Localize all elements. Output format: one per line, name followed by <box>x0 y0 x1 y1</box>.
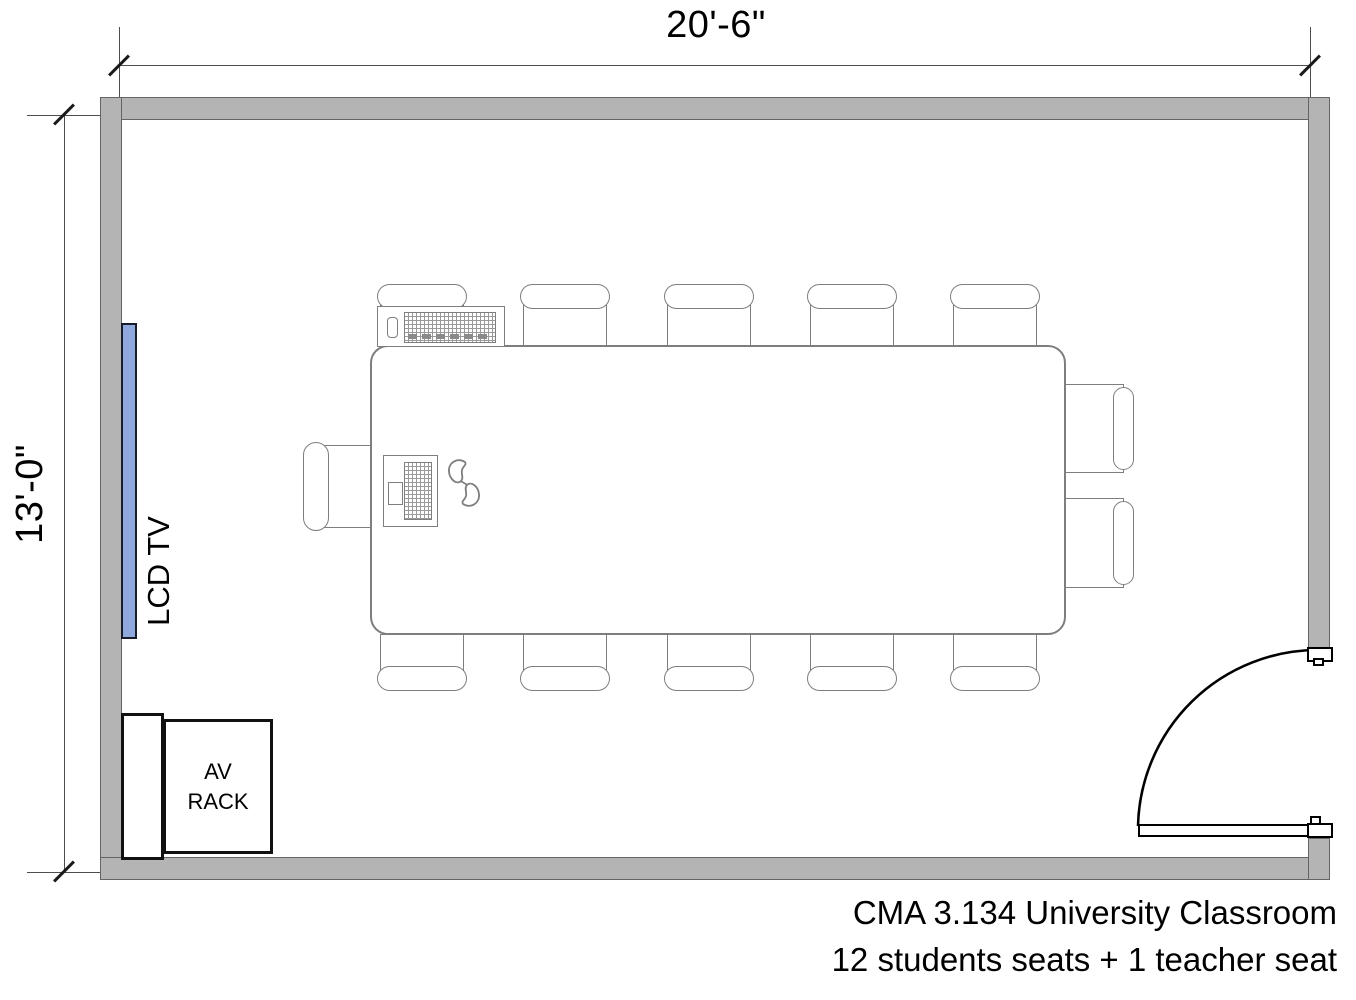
chair-back <box>1113 387 1134 470</box>
chair-back <box>664 284 754 309</box>
extension-line <box>27 115 122 116</box>
extension-line <box>1310 27 1311 100</box>
extension-line <box>27 872 122 873</box>
lcd-tv <box>121 323 137 639</box>
chair-back <box>664 666 754 691</box>
chair-back <box>1113 501 1134 585</box>
chair-back <box>807 284 897 309</box>
student-chair <box>950 634 1040 691</box>
dimension-line-top <box>119 65 1310 66</box>
plan-caption-title: CMA 3.134 University Classroom <box>852 894 1337 931</box>
door-leaf <box>1138 824 1319 837</box>
plan-caption: CMA 3.134 University Classroom 12 studen… <box>832 889 1337 983</box>
chair-back <box>303 442 329 531</box>
door-swing-arc <box>1136 648 1319 827</box>
chair-back <box>950 284 1040 309</box>
dimension-line-left <box>64 115 65 872</box>
chair-back <box>377 284 467 309</box>
mouse <box>387 317 398 338</box>
dimension-width-label: 20'-6" <box>666 4 766 46</box>
keyboard <box>404 312 496 343</box>
door-stop-top <box>1313 658 1324 666</box>
telephone-handset-icon <box>448 459 480 507</box>
chair-back <box>520 284 610 309</box>
student-chair <box>807 284 897 346</box>
av-rack-wall-cabinet <box>121 713 164 860</box>
teacher-chair <box>303 442 371 531</box>
chair-back <box>520 666 610 691</box>
wall-left <box>100 97 122 880</box>
wall-right-upper <box>1308 97 1330 648</box>
laptop <box>383 455 438 527</box>
dimension-height-label: 13'-0" <box>9 444 51 544</box>
lcd-tv-label: LCD TV <box>141 516 176 626</box>
student-chair <box>520 284 610 346</box>
student-chair <box>664 634 754 691</box>
plan-caption-seating: 12 students seats + 1 teacher seat <box>831 941 1337 979</box>
conference-table <box>370 345 1066 635</box>
student-chair <box>520 634 610 691</box>
av-rack-label: AV RACK <box>166 722 270 851</box>
wall-right-lower <box>1308 838 1330 880</box>
wall-bottom <box>100 857 1330 880</box>
student-chair <box>807 634 897 691</box>
chair-back <box>807 666 897 691</box>
door-stop-bottom <box>1310 816 1321 825</box>
laptop-trackpad <box>388 482 403 505</box>
chair-back <box>950 666 1040 691</box>
wall-top <box>100 97 1330 120</box>
extension-line <box>119 27 120 97</box>
keyboard-row <box>408 334 492 339</box>
chair-back <box>377 666 467 691</box>
student-chair <box>1064 384 1134 473</box>
av-rack-box: AV RACK <box>163 719 273 854</box>
student-chair <box>950 284 1040 346</box>
door-jamb-bottom <box>1307 823 1333 838</box>
student-chair <box>664 284 754 346</box>
keyboard-tray <box>377 306 505 347</box>
laptop-keyboard <box>404 462 432 520</box>
student-chair <box>377 634 467 691</box>
av-rack-label-line2: RACK <box>187 788 249 814</box>
student-chair <box>1064 498 1134 588</box>
av-rack-label-line1: AV <box>204 759 232 785</box>
